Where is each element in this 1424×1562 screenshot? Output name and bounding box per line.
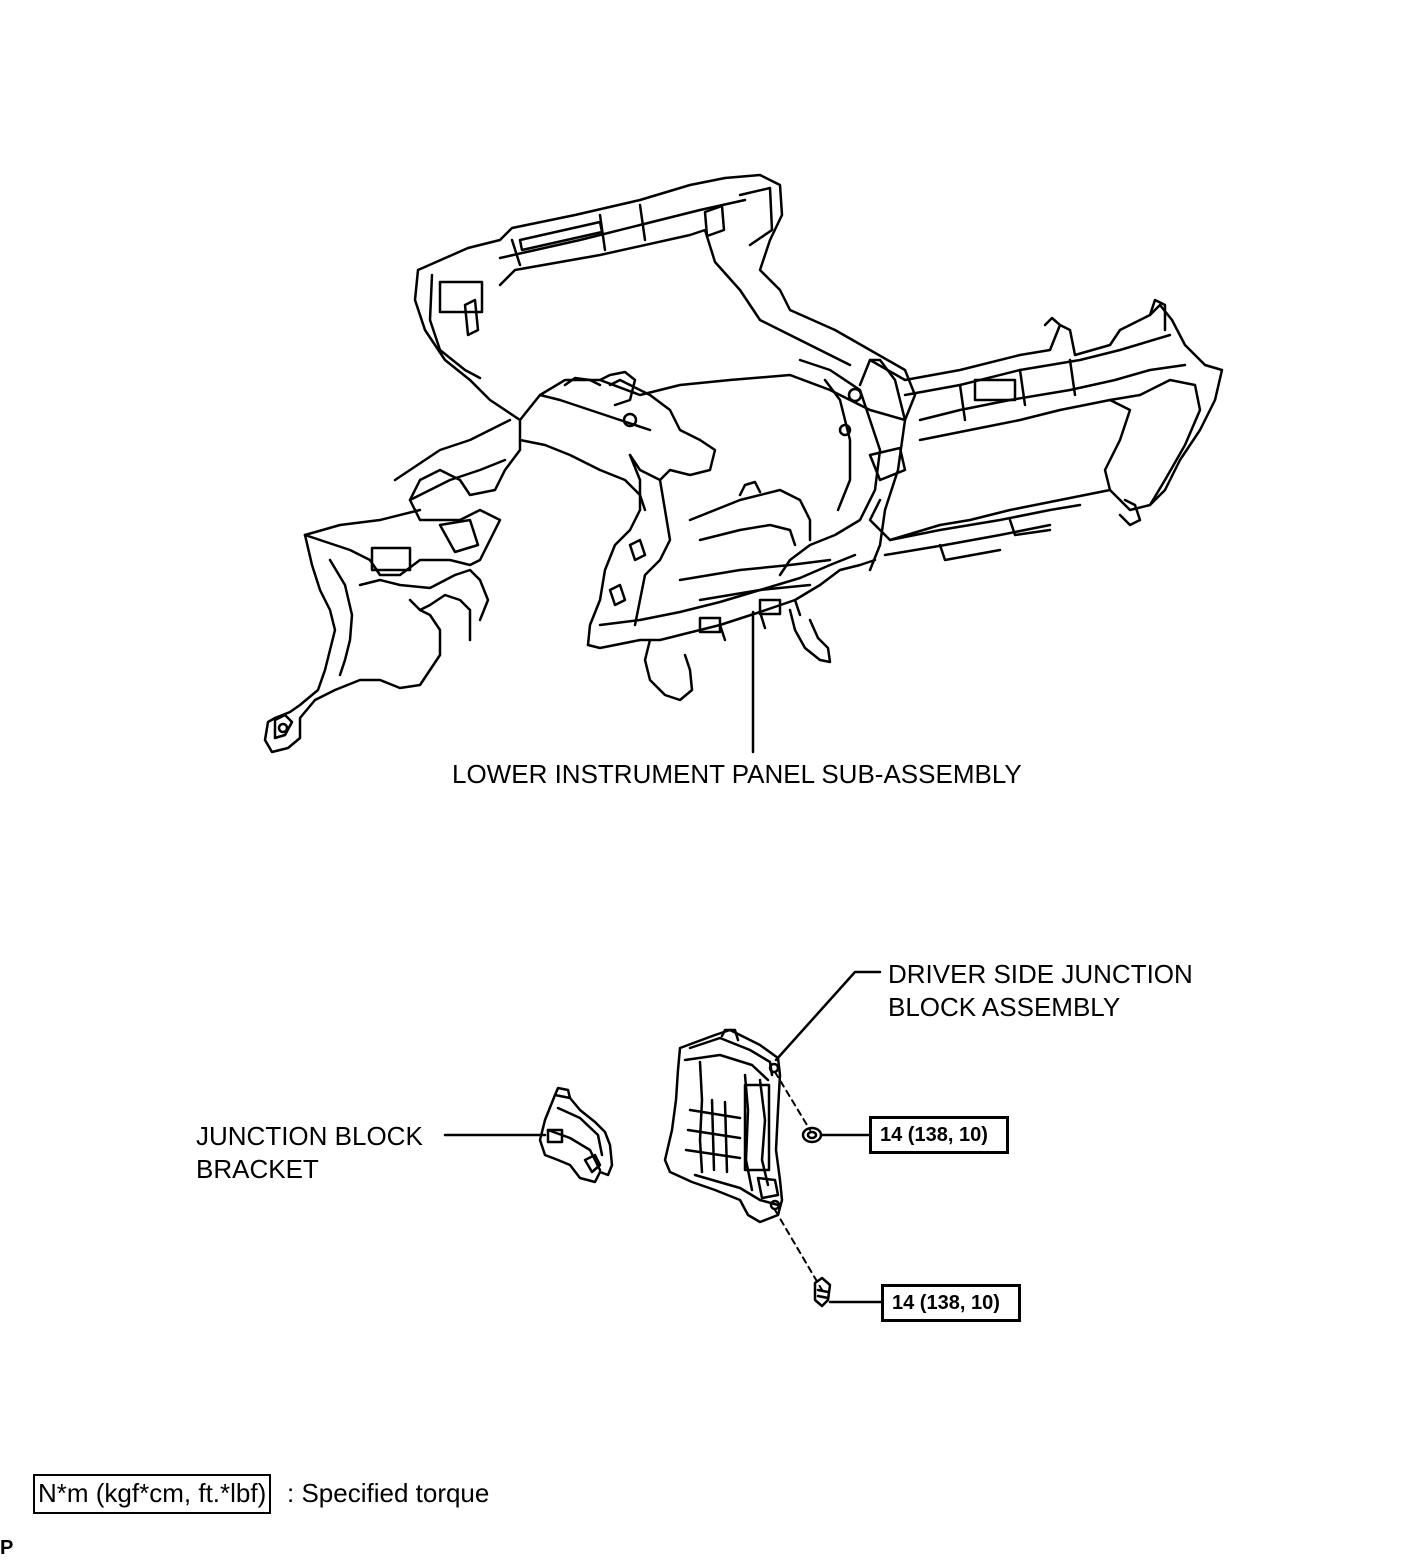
torque-unit-legend-box: N*m (kgf*cm, ft.*lbf)	[33, 1474, 272, 1514]
bracket-label-line1: JUNCTION BLOCK	[196, 1121, 423, 1151]
driver-jb-leader-line	[774, 970, 882, 1062]
torque-legend-description: : Specified torque	[287, 1478, 490, 1508]
torque-spec-bolt: 14 (138, 10)	[881, 1284, 1021, 1322]
driver-jb-label-line1: DRIVER SIDE JUNCTION	[888, 959, 1193, 989]
nut-icon	[801, 1126, 823, 1144]
corner-mark: P	[0, 1537, 14, 1559]
junction-block-bracket	[538, 1086, 614, 1184]
bracket-label-line2: BRACKET	[196, 1154, 319, 1184]
lower-instrument-panel-frame	[263, 173, 1224, 754]
bolt-icon	[813, 1276, 832, 1308]
lower-panel-label: LOWER INSTRUMENT PANEL SUB-ASSEMBLY	[452, 759, 1022, 789]
torque-spec-nut: 14 (138, 10)	[869, 1116, 1009, 1154]
driver-side-junction-block	[663, 1028, 784, 1224]
nut-dashed-line	[774, 1071, 811, 1131]
driver-jb-label-line2: BLOCK ASSEMBLY	[888, 992, 1121, 1022]
bolt-dashed-line	[774, 1209, 823, 1291]
